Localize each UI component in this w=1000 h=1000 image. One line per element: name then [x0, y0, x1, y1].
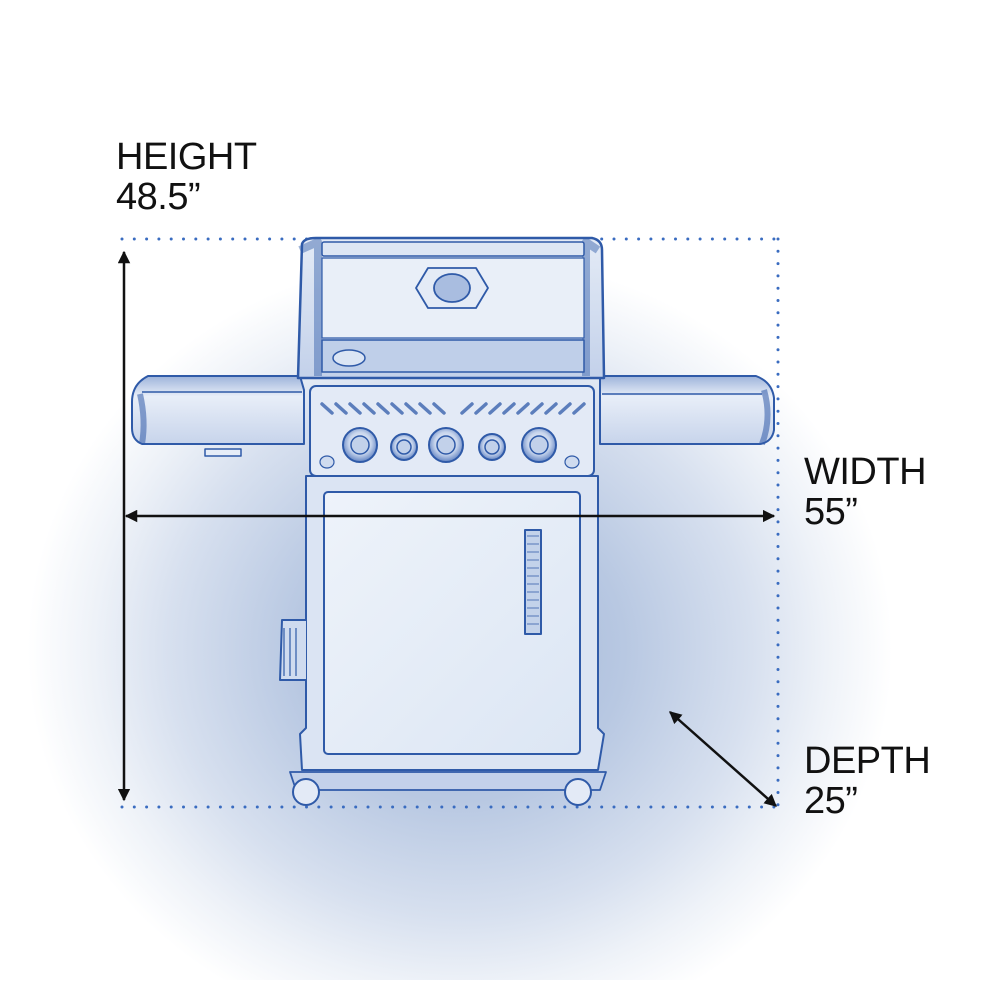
control-panel — [309, 385, 595, 485]
control-knobs — [342, 427, 557, 463]
depth-label: DEPTH — [804, 740, 931, 782]
dimension-arrows — [117, 250, 777, 807]
width-value: 55” — [804, 491, 858, 533]
height-label: HEIGHT — [116, 136, 257, 178]
wheels — [292, 778, 592, 806]
wheel-left — [292, 778, 320, 806]
ignition-icon — [319, 455, 335, 469]
wheel-right — [564, 778, 592, 806]
grill-illustration — [131, 236, 775, 806]
tank-knob — [279, 619, 306, 681]
grill-lid — [296, 236, 606, 380]
depth-dimension-label: DEPTH 25” — [804, 740, 931, 822]
right-side-shelf — [599, 375, 775, 446]
height-dimension-label: HEIGHT 48.5” — [116, 137, 257, 217]
temperature-gauge-icon — [433, 273, 471, 303]
vent-slots — [320, 402, 586, 415]
door-handle — [524, 529, 542, 635]
height-value: 48.5” — [116, 176, 201, 218]
depth-arrow — [669, 711, 777, 807]
left-side-shelf — [131, 375, 305, 457]
guide-lines — [120, 237, 780, 809]
width-dimension-label: WIDTH 55” — [804, 451, 927, 533]
width-label: WIDTH — [804, 451, 927, 493]
tool-hook-icon — [204, 448, 242, 457]
depth-value: 25” — [804, 780, 858, 822]
brand-badge-icon — [332, 349, 366, 367]
ignition-icon — [564, 455, 580, 469]
cart-cabinet — [279, 475, 607, 791]
lid-handle — [321, 339, 585, 373]
cabinet-door — [323, 491, 581, 755]
